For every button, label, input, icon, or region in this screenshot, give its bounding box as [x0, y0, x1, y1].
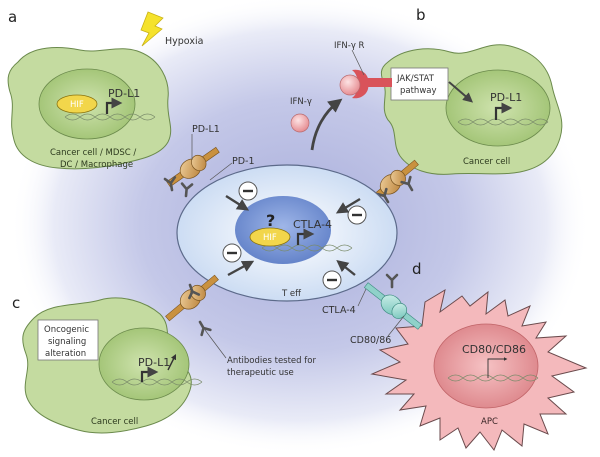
transcription-arrow-icon — [494, 102, 513, 120]
pd-l1-gene-b: PD-L1 — [490, 91, 522, 104]
pd-l1-pd-1-complex-a — [166, 146, 220, 188]
transcription-arrow-icon — [487, 357, 508, 378]
apc-nucleus — [433, 323, 539, 409]
antibody-note-1: Antibodies tested for — [227, 356, 316, 366]
panel-label-d: d — [412, 260, 422, 278]
t-eff-label: T eff — [281, 289, 302, 299]
oncogenic-label-3: alteration — [45, 349, 86, 359]
cell-label-a-1: Cancer cell / MDSC / — [50, 148, 136, 158]
jak-stat-label-1: JAK/STAT — [396, 74, 435, 84]
pd-1-receptor-label: PD-1 — [232, 156, 255, 167]
cd80-86-ligand-label: CD80/86 — [350, 335, 391, 346]
panel-label-c: c — [12, 294, 20, 312]
ifn-gamma-label: IFN-γ — [290, 97, 312, 107]
ifn-gamma-receptor-label: IFN-γ R — [334, 41, 365, 51]
cell-label-c: Cancer cell — [91, 417, 138, 427]
ifn-gamma-bound — [339, 74, 361, 96]
hif-label-t: HIF — [263, 233, 277, 243]
oncogenic-signaling-box — [37, 319, 99, 361]
transcription-arrow-icon — [296, 228, 315, 245]
cd80-cd86-gene: CD80/CD86 — [462, 343, 526, 356]
ifn-gamma-free — [290, 113, 310, 133]
ctla-4-receptor-label: CTLA-4 — [322, 305, 356, 316]
pd-l1-gene-c: PD-L1 — [138, 356, 170, 369]
transcription-arrow-icon — [105, 97, 123, 114]
hif-factor-t — [249, 227, 291, 247]
panel-label-a: a — [8, 8, 17, 26]
panel-b: b PD-L1 Cancer cell JAK/STAT pathway IFN… — [290, 6, 563, 207]
inhibition-icon — [347, 205, 367, 225]
ctla-4-gene: CTLA-4 — [293, 218, 332, 231]
transcription-arrow-icon — [140, 366, 159, 382]
secretion-arrow-icon — [310, 98, 343, 151]
jak-stat-label-2: pathway — [400, 86, 437, 96]
oncogenic-label-1: Oncogenic — [44, 325, 89, 335]
pd-l1-ligand-label-a: PD-L1 — [192, 124, 220, 135]
inhibition-icon — [238, 181, 258, 201]
upregulation-arrow-icon — [167, 353, 177, 371]
apc-label: APC — [481, 417, 498, 427]
panel-label-b: b — [416, 6, 426, 24]
panel-a: a Hypoxia HIF PD-L1 Cancer cell / MDSC /… — [7, 8, 255, 198]
cell-label-b: Cancer cell — [463, 157, 510, 167]
ctla-4-cd80-complex — [363, 282, 423, 330]
panel-d: d CD80/CD86 APC CTLA-4 CD80/86 — [322, 260, 588, 451]
nucleus-c — [98, 327, 190, 401]
jak-stat-pathway-box — [390, 67, 449, 101]
hypoxia-lightning-icon — [140, 11, 164, 47]
hif-label-a: HIF — [70, 100, 84, 110]
panel-c: c PD-L1 Cancer cell Oncogenic signaling … — [12, 274, 316, 434]
pathway-arrow-icon — [448, 81, 474, 103]
ifn-gamma-receptor-stalk — [360, 78, 392, 87]
oncogenic-label-2: signaling — [48, 337, 86, 347]
unknown-mechanism-question: ? — [266, 211, 275, 230]
inhibition-icon — [322, 270, 342, 290]
inhibition-icon — [222, 243, 242, 263]
hypoxia-label: Hypoxia — [165, 36, 203, 47]
pd-l1-gene-a: PD-L1 — [108, 87, 140, 100]
hif-factor-a — [56, 94, 98, 114]
antibody-note-2: therapeutic use — [227, 368, 294, 378]
cell-label-a-2: DC / Macrophage — [60, 160, 133, 170]
t-effector-cell: ? HIF CTLA-4 T eff — [176, 164, 398, 302]
